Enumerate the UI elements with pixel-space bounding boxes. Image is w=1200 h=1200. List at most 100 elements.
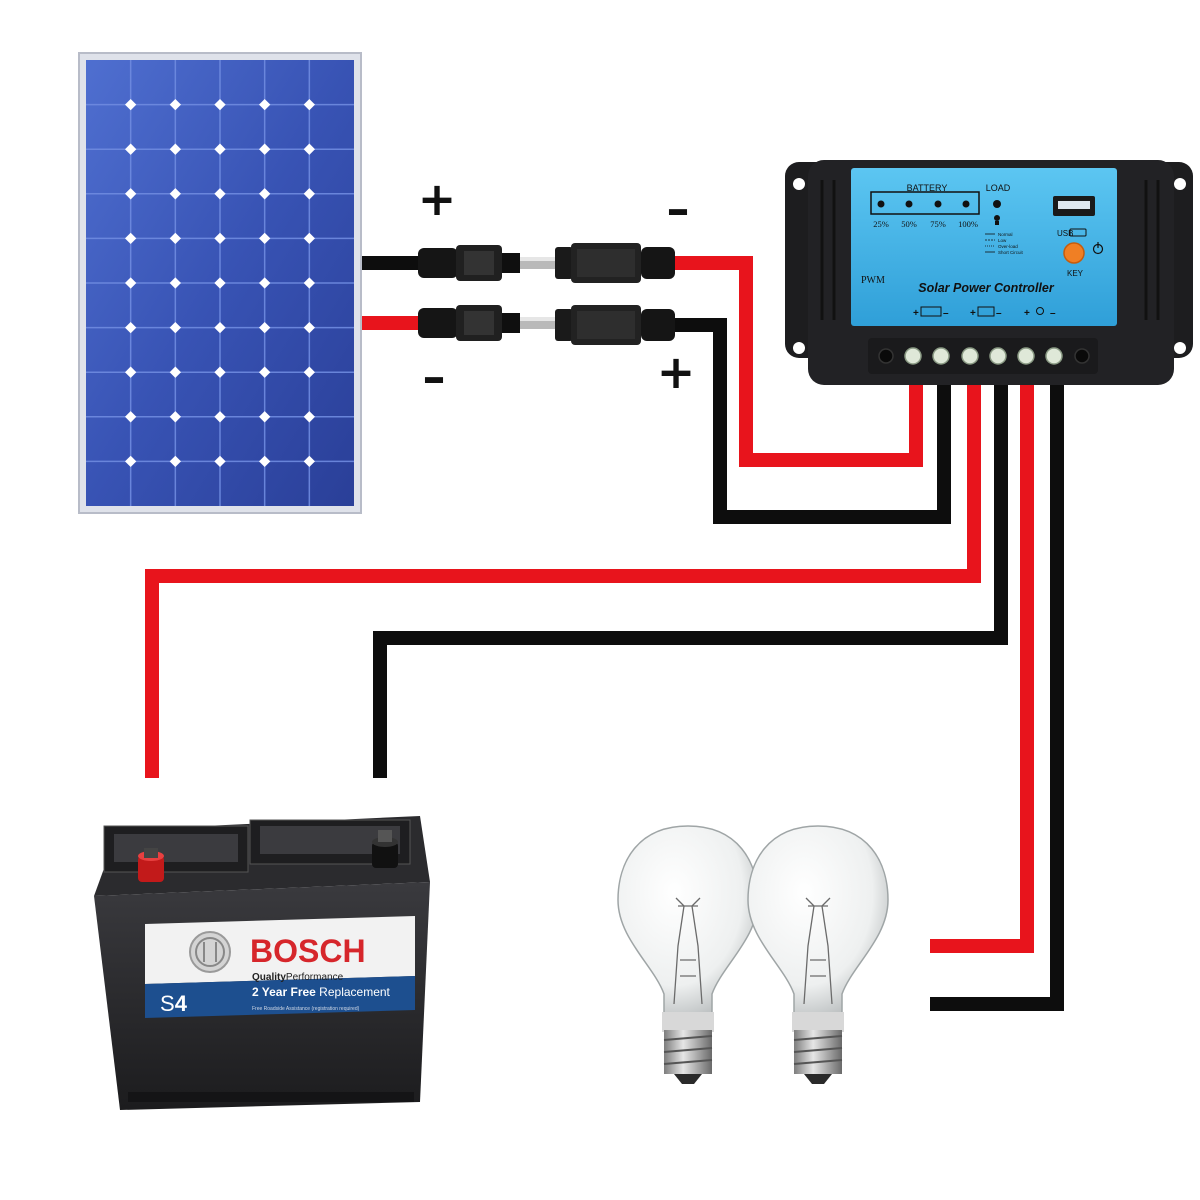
panel-cell-dot — [214, 411, 226, 423]
pv-positive-wire — [672, 256, 923, 467]
load-label: LOAD — [986, 183, 1011, 193]
panel-cell-dot — [259, 188, 271, 200]
charge-controller: BATTERY LOAD 25% 50% 75% 100% Normal Low… — [785, 160, 1193, 385]
battery-level-leds — [877, 200, 970, 208]
battery-positive-wire — [145, 385, 981, 778]
warranty-replacement: Replacement — [316, 985, 391, 999]
panel-cell-dot — [125, 366, 137, 378]
panel-cell-dot — [214, 366, 226, 378]
solar-panel — [78, 52, 362, 514]
light-bulb-right — [747, 825, 889, 1084]
panel-cell-dot — [303, 411, 315, 423]
load-positive-wire — [930, 385, 1034, 953]
wires — [145, 256, 1064, 1011]
panel-cell-dot — [125, 277, 137, 289]
terminal-screw[interactable] — [961, 347, 979, 365]
panel-cell-dot — [214, 188, 226, 200]
panel-cell-dot — [303, 143, 315, 155]
svg-text:–: – — [1050, 308, 1056, 319]
mount-hole — [793, 178, 805, 190]
controller-negative-sign: – — [667, 182, 690, 236]
level-25: 25% — [873, 219, 889, 229]
load-negative-wire — [930, 385, 1064, 1011]
svg-text:–: – — [996, 308, 1002, 319]
panel-cell-dot — [259, 321, 271, 334]
panel-glyph-icon — [920, 306, 942, 317]
svg-text:Over-load: Over-load — [998, 244, 1018, 249]
svg-text:QualityPerformance: QualityPerformance — [252, 972, 344, 983]
load-bulb-icon — [994, 215, 1000, 225]
panel-cell-dot — [125, 455, 137, 468]
controller-face — [851, 168, 1117, 326]
panel-cell-dot — [169, 143, 181, 155]
panel-cell-dot — [169, 277, 181, 289]
status-legend: Normal Low Over-load Short Circuit — [985, 232, 1024, 255]
controller-positive-sign: + — [657, 345, 696, 399]
terminal-screw[interactable] — [904, 347, 922, 365]
warranty-years: 2 Year — [252, 985, 290, 999]
panel-cell-dot — [259, 411, 271, 423]
panel-cell-dot — [125, 232, 137, 245]
level-100: 100% — [958, 219, 978, 229]
panel-cell-dot — [214, 277, 226, 289]
panel-cell-dot — [303, 321, 315, 334]
controller-title: Solar Power Controller — [918, 281, 1055, 295]
panel-cell-dot — [169, 321, 181, 334]
terminal-screw[interactable] — [1017, 347, 1035, 365]
mount-hole — [793, 342, 805, 354]
pwm-label: PWM — [861, 275, 885, 286]
panel-cell-dot — [169, 411, 181, 423]
panel-cell-dot — [303, 277, 315, 289]
panel-cell-dot — [303, 455, 315, 468]
battery-model-number: 4 — [175, 991, 188, 1016]
pv-negative-wire — [672, 318, 951, 524]
panel-cell-dot — [214, 455, 226, 468]
panel-cell-dot — [303, 188, 315, 200]
load-led — [993, 200, 1001, 208]
level-50: 50% — [901, 219, 917, 229]
panel-positive-sign: + — [418, 172, 457, 226]
car-battery: BOSCH QualityPerformance 2 Year Free Rep… — [94, 816, 430, 1110]
panel-cell-dot — [169, 455, 181, 468]
svg-text:+: + — [970, 308, 976, 319]
terminal-screw[interactable] — [932, 347, 950, 365]
panel-cell-dot — [125, 98, 137, 111]
terminal-labels: + – + – + – — [913, 306, 1056, 319]
mc4-connector-right-bottom — [555, 305, 675, 345]
svg-text:+: + — [913, 308, 919, 319]
panel-cell-dot — [169, 366, 181, 378]
panel-negative-sign: – — [423, 350, 446, 404]
battery-brand: BOSCH — [250, 933, 366, 969]
key-label: KEY — [1067, 269, 1084, 278]
panel-cell-dot — [259, 455, 271, 468]
panel-cell-dot — [214, 232, 226, 245]
svg-text:2 Year Free Replacement: 2 Year Free Replacement — [252, 985, 391, 999]
mc4-connector-right-top — [555, 243, 675, 283]
terminal-screw[interactable] — [1045, 347, 1063, 365]
panel-cell-dot — [125, 188, 137, 200]
terminal-screw[interactable] — [989, 347, 1007, 365]
panel-cell-dot — [259, 143, 271, 155]
mount-hole — [1174, 342, 1186, 354]
mc4-connector-left-bottom — [418, 305, 556, 341]
panel-cell-dot — [259, 232, 271, 245]
bulb-glyph-icon — [1036, 307, 1044, 315]
svg-text:S4: S4 — [160, 991, 188, 1016]
usb-label: USB — [1057, 229, 1073, 238]
terminal-block — [868, 338, 1098, 374]
panel-cell-dot — [303, 232, 315, 245]
battery-negative-wire — [373, 385, 1008, 778]
mc4-connector-left-top — [418, 245, 556, 281]
mount-hole — [1174, 178, 1186, 190]
panel-cell-dot — [125, 143, 137, 155]
battery-quality: Quality — [252, 972, 286, 983]
panel-cell-dot — [303, 366, 315, 378]
svg-text:–: – — [943, 308, 949, 319]
warranty-free: Free — [290, 985, 316, 999]
panel-cell-dot — [259, 277, 271, 289]
key-button[interactable] — [1063, 242, 1085, 264]
battery-negative-terminal — [372, 830, 398, 868]
battery-glyph-icon — [977, 306, 995, 317]
svg-text:Short Circuit: Short Circuit — [998, 250, 1024, 255]
